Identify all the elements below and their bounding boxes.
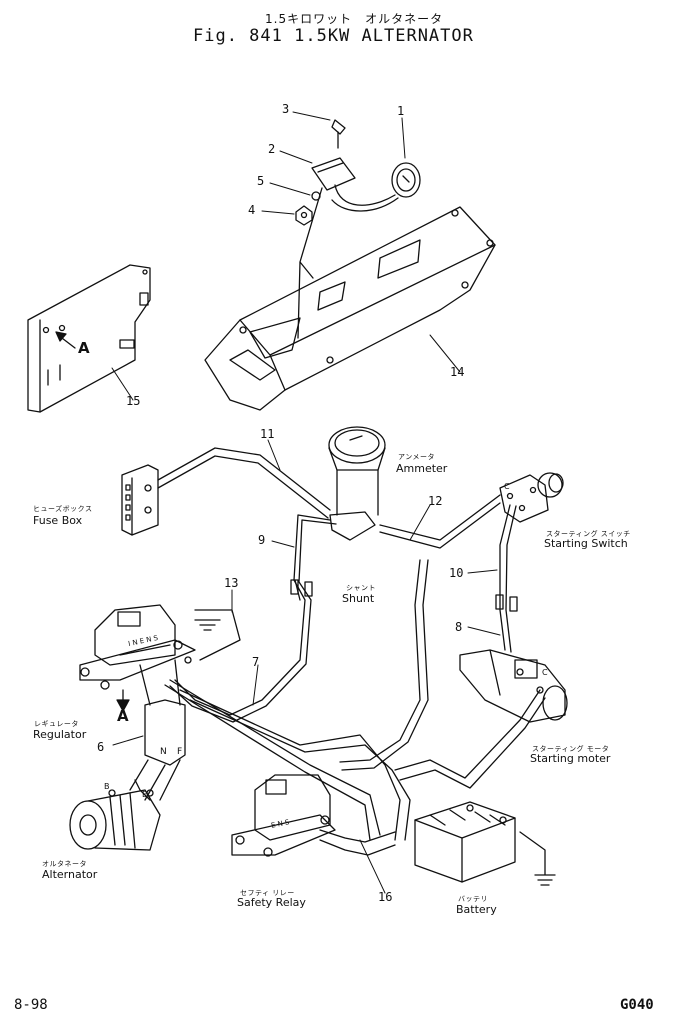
switch-label-jp: スターティング スイッチ (546, 530, 631, 538)
side-plate (27, 264, 151, 413)
callout-7: 7 (252, 655, 260, 669)
alternator-terminal-b: B (104, 782, 110, 791)
relay-label: Safety Relay (237, 896, 306, 909)
callout-2: 2 (268, 142, 276, 156)
switch-label: Starting Switch (544, 537, 628, 550)
ground-symbols (194, 609, 556, 886)
ammeter-label: Ammeter (396, 462, 448, 475)
callout-9: 9 (258, 533, 266, 547)
callout-11: 11 (260, 427, 275, 441)
wiring (134, 447, 546, 856)
fuse-box (121, 464, 159, 536)
gauge (331, 162, 421, 212)
motor-terminal-c: C (542, 668, 548, 677)
relay-label-jp: セフティ リレー (240, 889, 295, 897)
callout-4: 4 (248, 203, 256, 217)
panel-cover (204, 206, 496, 411)
callout-16: 16 (378, 890, 393, 904)
callout-1: 1 (397, 104, 405, 118)
leader-lines (111, 111, 501, 894)
callout-3: 3 (282, 102, 290, 116)
view-mark-a1: A (78, 339, 90, 357)
battery (414, 801, 516, 883)
regulator-label-jp: レギュレータ (34, 720, 79, 728)
callout-12: 12 (428, 494, 443, 508)
alternator (69, 789, 161, 851)
motor-label: Starting moter (530, 752, 611, 765)
terminal-n: N (160, 747, 167, 757)
callout-14: 14 (450, 365, 465, 379)
terminal-f: F (177, 747, 183, 757)
callout-13: 13 (224, 576, 239, 590)
fuse-box-label-jp: ヒューズボックス (33, 505, 93, 513)
ammeter-label-jp: アンメータ (398, 453, 436, 461)
regulator (79, 604, 196, 690)
drawing-code: G040 (620, 997, 654, 1013)
callout-15: 15 (126, 394, 141, 408)
alternator-terminal-e: E (142, 790, 148, 799)
battery-label-jp: バッテリ (458, 895, 488, 903)
starting-switch (499, 472, 564, 523)
callout-5: 5 (257, 174, 265, 188)
ammeter (328, 426, 386, 541)
alternator-label-jp: オルタネータ (42, 860, 87, 868)
regulator-label: Regulator (33, 728, 87, 741)
callout-10: 10 (449, 566, 464, 580)
alternator-label: Alternator (42, 868, 98, 881)
callout-6: 6 (97, 740, 105, 754)
reg-harness (129, 659, 186, 801)
page-number: 8-98 (14, 997, 48, 1013)
switch-terminal-c: C (504, 482, 510, 491)
starting-motor (459, 649, 568, 723)
shunt-label-jp: シャント (346, 584, 376, 592)
battery-label: Battery (456, 903, 497, 916)
connector-parts (295, 119, 356, 339)
figure-title: Fig. 841 1.5KW ALTERNATOR (193, 26, 474, 46)
motor-label-jp: スターティング モータ (532, 745, 610, 753)
callout-8: 8 (455, 620, 463, 634)
safety-relay (231, 774, 336, 857)
fuse-box-label: Fuse Box (33, 514, 83, 527)
title-japanese: 1.5キロワット オルタネータ (265, 12, 444, 26)
shunt-label: Shunt (342, 592, 375, 605)
view-mark-a2: A (117, 707, 129, 725)
